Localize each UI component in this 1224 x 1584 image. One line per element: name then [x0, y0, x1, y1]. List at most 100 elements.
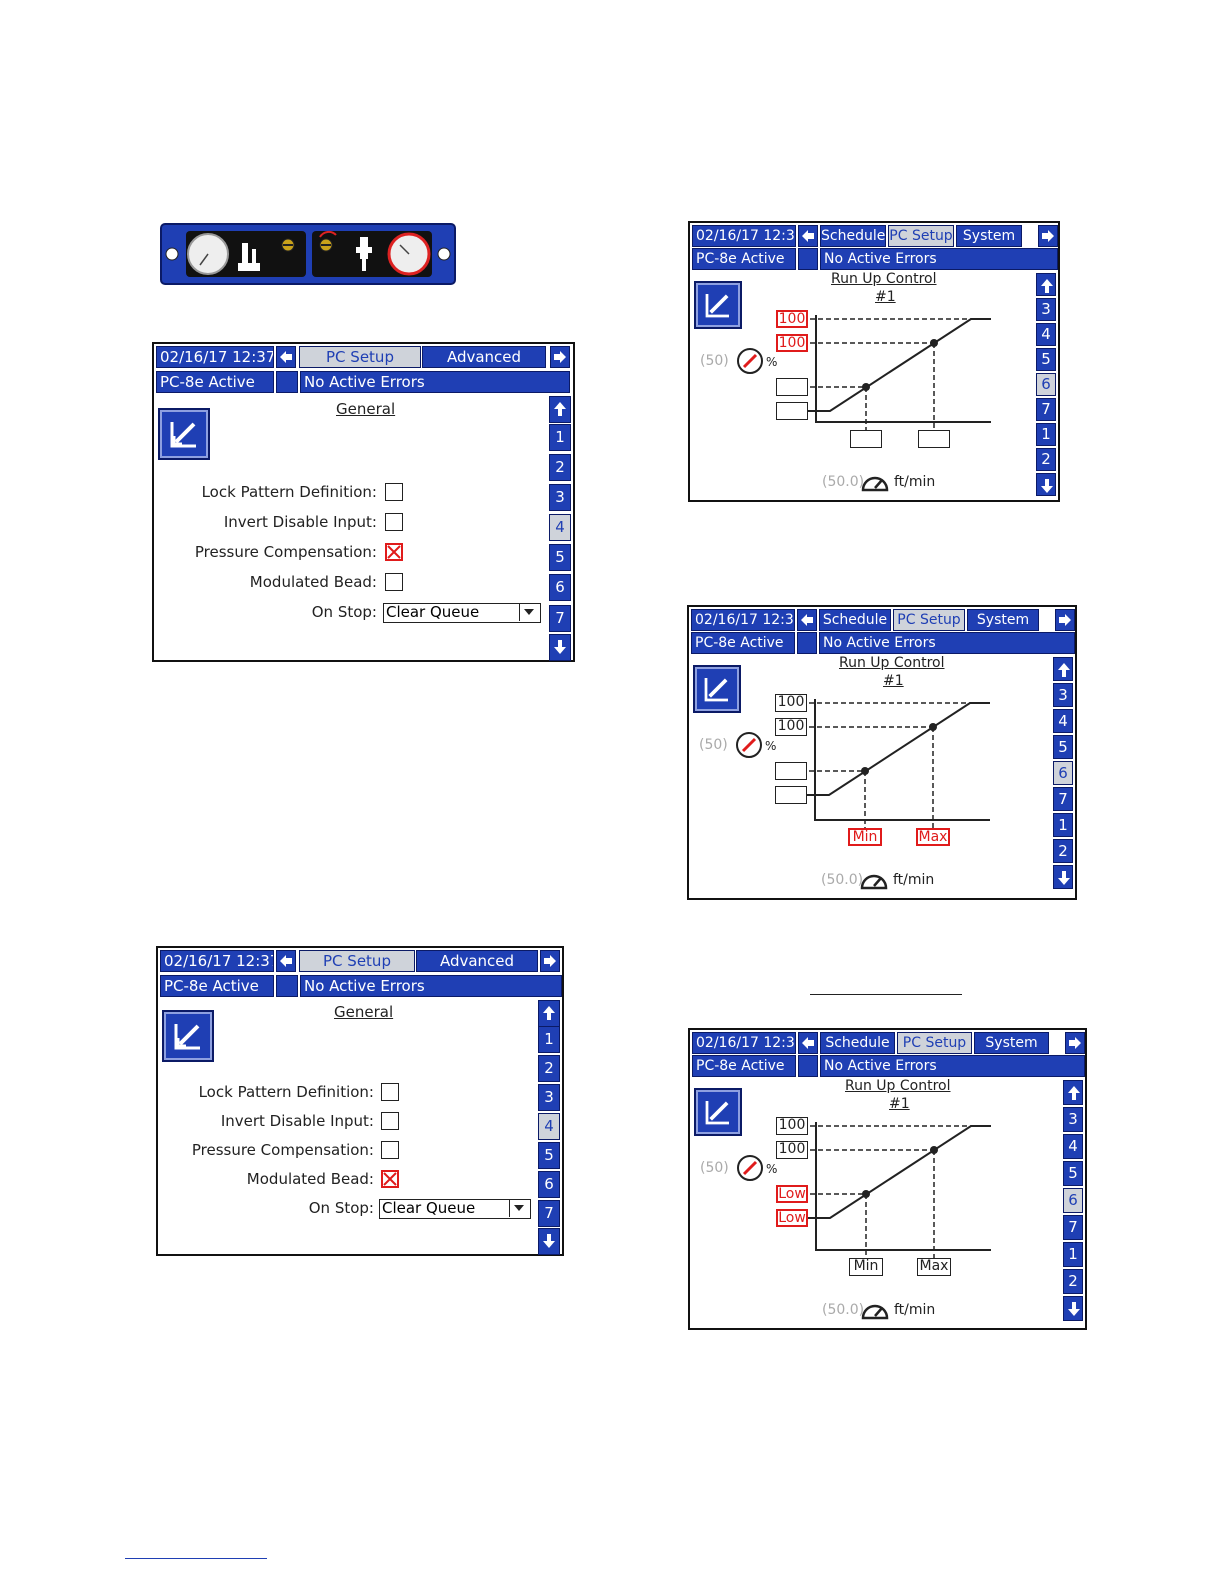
tab-pc-setup[interactable]: PC Setup	[893, 609, 965, 631]
page-button-5[interactable]: 5	[1036, 348, 1056, 371]
pressure-comp-checkbox[interactable]	[385, 543, 403, 561]
max-percent-box[interactable]: 100	[775, 694, 807, 712]
nav-left-button[interactable]	[798, 1032, 818, 1054]
page-button-6[interactable]: 6	[538, 1171, 560, 1198]
tab-system[interactable]: System	[967, 609, 1039, 631]
scroll-down-button[interactable]	[538, 1228, 560, 1255]
page-button-2[interactable]: 2	[538, 1055, 560, 1082]
low-percent-box-2[interactable]	[775, 786, 807, 804]
low-percent-box[interactable]: Low	[776, 1185, 808, 1203]
page-button-7[interactable]: 7	[538, 1200, 560, 1227]
control-number: #1	[883, 673, 904, 689]
tab-system[interactable]: System	[974, 1032, 1049, 1054]
scroll-down-button[interactable]	[1063, 1296, 1083, 1321]
max-percent-box-2[interactable]: 100	[776, 1141, 808, 1159]
page-button-2[interactable]: 2	[549, 454, 571, 481]
page-button-6[interactable]: 6	[1036, 373, 1056, 396]
page-button-1[interactable]: 1	[1063, 1242, 1083, 1267]
scroll-down-button[interactable]	[549, 634, 571, 661]
tab-schedule[interactable]: Schedule	[820, 1032, 895, 1054]
on-stop-select[interactable]: Clear Queue	[383, 603, 541, 623]
page-button-2[interactable]: 2	[1063, 1269, 1083, 1294]
page-button-4[interactable]: 4	[1036, 323, 1056, 346]
max-percent-box-2[interactable]: 100	[776, 334, 808, 352]
page-button-6[interactable]: 6	[1063, 1188, 1083, 1213]
modulated-bead-checkbox[interactable]	[381, 1170, 399, 1188]
pressure-comp-checkbox[interactable]	[381, 1141, 399, 1159]
page-button-5[interactable]: 5	[538, 1142, 560, 1169]
scroll-up-button[interactable]	[1063, 1080, 1083, 1105]
scroll-down-button[interactable]	[1036, 473, 1056, 496]
tab-system[interactable]: System	[956, 225, 1022, 247]
low-percent-box-2[interactable]: Low	[776, 1209, 808, 1227]
page-button-4[interactable]: 4	[1053, 709, 1073, 733]
page-button-7[interactable]: 7	[1036, 398, 1056, 421]
nav-right-button[interactable]	[1065, 1032, 1085, 1054]
page-button-7[interactable]: 7	[549, 605, 571, 632]
page-button-3[interactable]: 3	[1053, 683, 1073, 707]
nav-right-button[interactable]	[1055, 609, 1075, 631]
arrow-up-icon	[554, 402, 566, 416]
page-button-2[interactable]: 2	[1036, 448, 1056, 471]
page-button-7[interactable]: 7	[1053, 787, 1073, 811]
max-percent-box[interactable]: 100	[776, 310, 808, 328]
page-button-3[interactable]: 3	[1063, 1107, 1083, 1132]
scroll-up-button[interactable]	[538, 1000, 560, 1027]
min-speed-box[interactable]: Min	[848, 828, 882, 846]
nav-left-button[interactable]	[797, 609, 817, 631]
min-speed-box[interactable]: Min	[849, 1258, 883, 1276]
tab-pc-setup[interactable]: PC Setup	[299, 346, 421, 368]
tab-schedule[interactable]: Schedule	[820, 225, 886, 247]
page-button-1[interactable]: 1	[1053, 813, 1073, 837]
nav-right-button[interactable]	[1038, 225, 1058, 247]
max-speed-box[interactable]: Max	[917, 1258, 951, 1276]
scroll-down-button[interactable]	[1053, 865, 1073, 889]
page-button-1[interactable]: 1	[549, 424, 571, 451]
tab-pc-setup[interactable]: PC Setup	[888, 225, 954, 247]
page-button-4[interactable]: 4	[549, 514, 571, 541]
page-button-7[interactable]: 7	[1063, 1215, 1083, 1240]
tab-pc-setup[interactable]: PC Setup	[897, 1032, 972, 1054]
scroll-up-button[interactable]	[1053, 657, 1073, 681]
max-percent-box-2[interactable]: 100	[775, 718, 807, 736]
invert-disable-checkbox[interactable]	[385, 513, 403, 531]
page-button-4[interactable]: 4	[538, 1113, 560, 1140]
low-percent-box-2[interactable]	[776, 402, 808, 420]
nav-left-button[interactable]	[798, 225, 818, 247]
scroll-up-button[interactable]	[1036, 273, 1056, 296]
low-percent-box[interactable]	[775, 762, 807, 780]
tab-pc-setup[interactable]: PC Setup	[299, 950, 415, 972]
max-speed-box[interactable]: Max	[916, 828, 950, 846]
nav-right-button[interactable]	[550, 346, 570, 368]
modulated-bead-checkbox[interactable]	[385, 573, 403, 591]
invert-disable-checkbox[interactable]	[381, 1112, 399, 1130]
arrow-up-icon	[1068, 1086, 1080, 1100]
page-button-3[interactable]: 3	[549, 484, 571, 511]
page-button-5[interactable]: 5	[1053, 735, 1073, 759]
lock-pattern-checkbox[interactable]	[381, 1083, 399, 1101]
max-percent-box[interactable]: 100	[776, 1117, 808, 1135]
tab-advanced[interactable]: Advanced	[416, 950, 538, 972]
nav-right-button[interactable]	[540, 950, 560, 972]
max-speed-box[interactable]	[918, 430, 950, 448]
page-button-6[interactable]: 6	[1053, 761, 1073, 785]
on-stop-select[interactable]: Clear Queue	[379, 1199, 531, 1219]
page-button-6[interactable]: 6	[549, 574, 571, 601]
lock-pattern-checkbox[interactable]	[385, 483, 403, 501]
low-percent-box[interactable]	[776, 378, 808, 396]
page-button-1[interactable]: 1	[1036, 423, 1056, 446]
page-button-3[interactable]: 3	[538, 1084, 560, 1111]
nav-left-button[interactable]	[276, 346, 296, 368]
page-button-5[interactable]: 5	[1063, 1161, 1083, 1186]
page-button-5[interactable]: 5	[549, 544, 571, 571]
page-button-1[interactable]: 1	[538, 1026, 560, 1053]
general-setup-screen-b: 02/16/17 12:37 PC Setup Advanced PC-8e A…	[156, 946, 564, 1256]
page-button-4[interactable]: 4	[1063, 1134, 1083, 1159]
nav-left-button[interactable]	[276, 950, 296, 972]
scroll-up-button[interactable]	[549, 396, 571, 423]
min-speed-box[interactable]	[850, 430, 882, 448]
page-button-2[interactable]: 2	[1053, 839, 1073, 863]
tab-schedule[interactable]: Schedule	[819, 609, 891, 631]
page-button-3[interactable]: 3	[1036, 298, 1056, 321]
tab-advanced[interactable]: Advanced	[422, 346, 546, 368]
